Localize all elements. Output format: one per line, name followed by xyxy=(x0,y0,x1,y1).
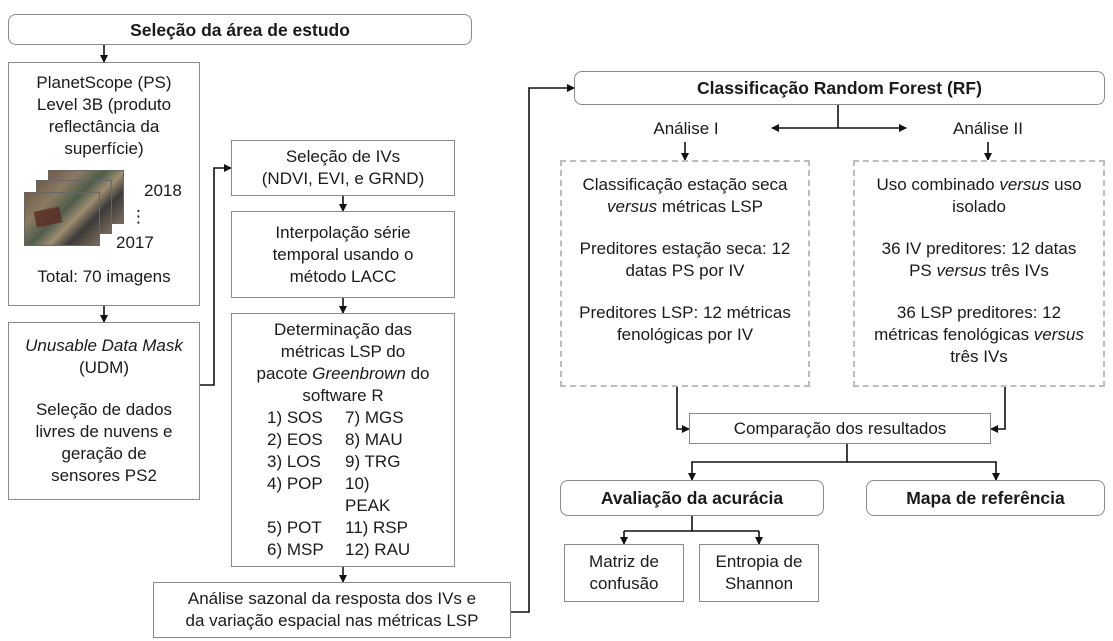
study-area-label: Seleção da área de estudo xyxy=(130,19,350,40)
iv-selection-line-1: Seleção de IVs xyxy=(285,147,401,166)
lsp-package-line: pacote Greenbrown do xyxy=(257,363,430,385)
metric-item: 4) POP xyxy=(267,474,323,493)
dry-season-line-2-rest: métricas LSP xyxy=(657,197,763,216)
interpolation-line-2: temporal usando o xyxy=(272,244,414,264)
planetscope-line-4: superfície) xyxy=(64,139,144,158)
udm-title: Unusable Data Mask xyxy=(25,335,183,357)
reference-map-label: Mapa de referência xyxy=(906,488,1065,508)
lsp-predictors-1: Preditores LSP: 12 métricas xyxy=(579,303,791,322)
dry-predictors-2: datas PS por IV xyxy=(625,261,745,280)
study-area-box: Seleção da área de estudo xyxy=(8,14,472,45)
metric-item: 11) RSP xyxy=(345,518,408,537)
combined-line-2: isolado xyxy=(952,197,1006,216)
lsp-line-1: Determinação das xyxy=(274,320,412,339)
rf-classification-label: Classificação Random Forest (RF) xyxy=(697,78,982,98)
planetscope-line-2: Level 3B (produto xyxy=(36,95,172,114)
accuracy-box: Avaliação da acurácia xyxy=(560,480,824,516)
accuracy-label: Avaliação da acurácia xyxy=(600,488,784,508)
year-2018-label: 2018 xyxy=(144,181,182,200)
reference-map-box: Mapa de referência xyxy=(866,480,1105,516)
lsp-package-pre: pacote xyxy=(256,364,313,383)
planetscope-line-3: reflectância da xyxy=(48,117,160,136)
lsp-software-line: software R xyxy=(302,386,384,405)
metric-item: 6) MSP xyxy=(267,540,324,559)
dry-season-box: Classificação estação seca versus métric… xyxy=(560,160,810,387)
lsp-predictors-2: fenológicas por IV xyxy=(616,325,754,344)
metric-item: 12) RAU xyxy=(345,540,411,559)
iv-selection-box: Seleção de IVs (NDVI, EVI, e GRND) xyxy=(231,140,455,196)
dry-season-line-1: Classificação estação seca xyxy=(582,175,788,194)
udm-desc-1: Seleção de dados xyxy=(35,400,173,419)
lsp-combined-3: três IVs xyxy=(950,347,1008,366)
year-2017-label: 2017 xyxy=(116,233,154,252)
analysis-i-label: Análise I xyxy=(653,119,719,138)
planetscope-line-1: PlanetScope (PS) xyxy=(36,73,172,92)
lsp-metrics-box: Determinação das métricas LSP do pacote … xyxy=(231,313,455,567)
dry-season-line-2: versus métricas LSP xyxy=(607,196,763,218)
versus-italic: versus xyxy=(607,197,658,216)
metric-item: 8) MAU xyxy=(345,430,403,449)
comparison-box: Comparação dos resultados xyxy=(689,413,991,444)
lsp-package-post: do xyxy=(405,364,430,383)
combined-line-1-pre: Uso combinado xyxy=(876,175,1000,194)
seasonal-line-1: Análise sazonal da resposta dos IVs e xyxy=(187,589,477,608)
lsp-line-2: métricas LSP do xyxy=(280,342,406,361)
planetscope-box: PlanetScope (PS) Level 3B (produto refle… xyxy=(8,62,200,306)
iv-selection-line-2: (NDVI, EVI, e GRND) xyxy=(261,169,425,188)
rf-classification-box: Classificação Random Forest (RF) xyxy=(574,71,1105,105)
dry-predictors-1: Preditores estação seca: 12 xyxy=(579,239,791,258)
interpolation-box: Interpolação série temporal usando o mét… xyxy=(231,211,455,298)
comparison-label: Comparação dos resultados xyxy=(733,418,947,438)
metric-item: 5) POT xyxy=(267,518,322,537)
lsp-metrics-list: 1) SOS 7) MGS 2) EOS 8) MAU 3) LOS 9) TR… xyxy=(267,407,419,561)
udm-desc-4: sensores PS2 xyxy=(51,466,157,485)
iv-predictors-1: 36 IV preditores: 12 datas xyxy=(881,239,1077,258)
satellite-image-stack: 2018 ⋮ 2017 xyxy=(14,166,194,262)
year-dots: ⋮ xyxy=(130,207,147,226)
iv-predictors-2-post: três IVs xyxy=(986,261,1049,280)
udm-box: Unusable Data Mask (UDM) Seleção de dado… xyxy=(8,322,200,500)
metric-item: 7) MGS xyxy=(345,408,404,427)
satellite-image-tile xyxy=(24,192,100,246)
udm-desc-2: livres de nuvens e xyxy=(35,422,173,441)
udm-desc-3: geração de xyxy=(61,444,147,463)
seasonal-line-2: da variação espacial nas métricas LSP xyxy=(185,611,479,630)
udm-title-rest: (UDM) xyxy=(78,358,130,377)
entropy-line-1: Entropia de xyxy=(715,552,803,571)
udm-title-italic: Unusable Data Mask xyxy=(25,336,183,355)
versus-italic: versus xyxy=(936,261,987,280)
confusion-matrix-box: Matriz de confusão xyxy=(564,544,684,602)
metric-item: 9) TRG xyxy=(345,452,401,471)
combined-line-1-post: uso xyxy=(1049,175,1082,194)
metric-item: 10) PEAK xyxy=(345,474,391,515)
lsp-combined-1: 36 LSP preditores: 12 xyxy=(896,303,1062,322)
seasonal-analysis-box: Análise sazonal da resposta dos IVs e da… xyxy=(153,582,511,638)
metric-item: 2) EOS xyxy=(267,430,323,449)
lsp-combined-2-pre: métricas fenológicas xyxy=(874,325,1034,344)
metric-item: 1) SOS xyxy=(267,408,323,427)
entropy-line-2: Shannon xyxy=(724,574,794,593)
confusion-line-2: confusão xyxy=(589,574,659,593)
greenbrown-package: Greenbrown xyxy=(312,364,406,383)
combined-line-1: Uso combinado versus uso xyxy=(876,174,1081,196)
iv-predictors-2: PS versus três IVs xyxy=(909,260,1049,282)
interpolation-line-3: método LACC xyxy=(289,266,397,286)
total-images-label: Total: 70 imagens xyxy=(37,267,171,286)
versus-italic: versus xyxy=(999,175,1050,194)
analysis-ii-label: Análise II xyxy=(953,119,1023,138)
shannon-entropy-box: Entropia de Shannon xyxy=(699,544,819,602)
versus-italic: versus xyxy=(1033,325,1084,344)
lsp-combined-2: métricas fenológicas versus xyxy=(874,324,1084,346)
interpolation-line-1: Interpolação série xyxy=(275,222,411,242)
combined-use-box: Uso combinado versus uso isolado 36 IV p… xyxy=(853,160,1105,387)
iv-predictors-2-pre: PS xyxy=(909,261,937,280)
metric-item: 3) LOS xyxy=(267,452,321,471)
confusion-line-1: Matriz de xyxy=(589,552,659,571)
